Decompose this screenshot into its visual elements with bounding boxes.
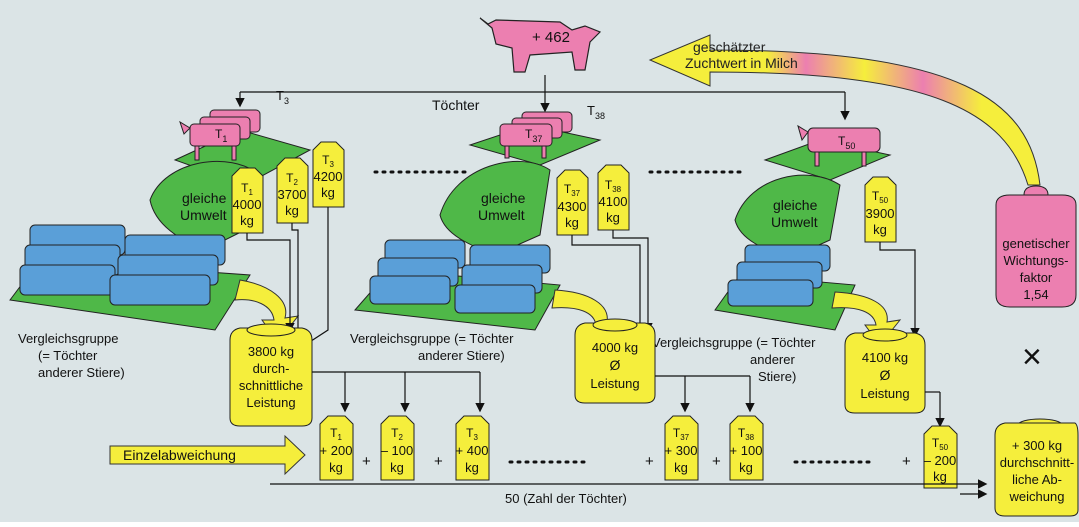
svg-text:3700: 3700 <box>278 187 307 202</box>
deviation-weight-t1: T1 + 200 kg <box>320 416 353 480</box>
count-label: 50 (Zahl der Töchter) <box>505 491 627 506</box>
yield-weight-t50: T50 3900 kg <box>865 177 896 242</box>
arrow-label-line1: geschätzter <box>693 39 766 55</box>
plus-sign: + <box>434 453 443 470</box>
svg-text:4000: 4000 <box>233 197 262 212</box>
deviation-weight-t37: T37 + 300 kg <box>665 416 698 480</box>
svg-text:Leistung: Leistung <box>590 376 639 391</box>
average-pot-2: 4000 kg Ø Leistung <box>575 319 655 403</box>
count-line <box>270 484 985 494</box>
svg-text:weichung: weichung <box>1009 489 1065 504</box>
svg-text:kg: kg <box>606 210 620 225</box>
svg-text:liche Ab-: liche Ab- <box>1012 472 1062 487</box>
daughter-label-t3: T3 <box>276 88 289 106</box>
group-label-3c: Stiere) <box>758 369 796 384</box>
svg-text:kg: kg <box>674 460 688 475</box>
svg-text:kg: kg <box>739 460 753 475</box>
average-pot-1: 3800 kg durch- schnittliche Leistung <box>230 324 312 426</box>
deviation-weight-t3: T3 + 400 kg <box>456 416 489 480</box>
svg-text:+ 100: + 100 <box>730 443 763 458</box>
svg-text:4100 kg: 4100 kg <box>862 350 908 365</box>
svg-text:3800 kg: 3800 kg <box>248 344 294 359</box>
toechter-label: Töchter <box>432 97 480 113</box>
svg-text:kg: kg <box>565 215 579 230</box>
group-label-3a: Vergleichsgruppe (= Töchter <box>652 335 816 350</box>
svg-text:+ 300: + 300 <box>665 443 698 458</box>
plus-sign: + <box>902 453 911 470</box>
svg-text:kg: kg <box>240 213 254 228</box>
svg-text:durchschnitt-: durchschnitt- <box>1000 455 1074 470</box>
deviation-weights: T1 + 200 kg T2 – 100 kg T3 + 400 kg T37 … <box>320 416 957 488</box>
svg-text:kg: kg <box>390 460 404 475</box>
environment-label-2a: gleiche <box>481 190 526 206</box>
svg-text:3900: 3900 <box>866 206 895 221</box>
result-pot: + 300 kg durchschnitt- liche Ab- weichun… <box>995 419 1078 516</box>
genetic-weight: genetischer Wichtungs- faktor 1,54 <box>996 186 1076 307</box>
deviation-weight-t38: T38 + 100 kg <box>730 416 763 480</box>
plus-sign: + <box>645 453 654 470</box>
yield-weight-t37: T37 4300 kg <box>557 170 588 235</box>
svg-text:+ 400: + 400 <box>456 443 489 458</box>
yield-weight-t3: T3 4200 kg <box>313 142 344 207</box>
yield-weight-t2: T2 3700 kg <box>277 158 308 223</box>
svg-text:kg: kg <box>285 203 299 218</box>
yield-weight-t1: T1 4000 kg <box>232 168 263 233</box>
svg-text:faktor: faktor <box>1020 270 1053 285</box>
svg-text:– 100: – 100 <box>381 443 414 458</box>
yield-weight-t38: T38 4100 kg <box>598 165 629 230</box>
svg-text:4000 kg: 4000 kg <box>592 340 638 355</box>
svg-text:Ø: Ø <box>610 357 621 373</box>
deviation-weight-t50: T50 – 200 kg <box>924 426 957 488</box>
svg-text:kg: kg <box>465 460 479 475</box>
svg-text:kg: kg <box>873 222 887 237</box>
einzel-label: Einzelabweichung <box>123 447 236 463</box>
deviation-weight-t2: T2 – 100 kg <box>381 416 414 480</box>
daughter-label-t38: T38 <box>587 103 605 121</box>
svg-text:– 200: – 200 <box>924 453 957 468</box>
svg-text:schnittliche: schnittliche <box>239 378 303 393</box>
group-label-2a: Vergleichsgruppe (= Töchter <box>350 331 514 346</box>
group-label-2b: anderer Stiere) <box>418 348 505 363</box>
svg-text:kg: kg <box>321 185 335 200</box>
group-label-1c: anderer Stiere) <box>38 365 125 380</box>
comparison-cows-1 <box>20 225 225 305</box>
svg-text:Leistung: Leistung <box>860 386 909 401</box>
svg-text:+ 300 kg: + 300 kg <box>1012 438 1062 453</box>
environment-label-1a: gleiche <box>182 190 227 206</box>
average-pot-3: 4100 kg Ø Leistung <box>845 329 925 413</box>
svg-text:genetischer: genetischer <box>1002 236 1070 251</box>
svg-text:kg: kg <box>933 469 947 484</box>
svg-text:+ 200: + 200 <box>320 443 353 458</box>
arrow-label-line2: Zuchtwert in Milch <box>685 55 798 71</box>
environment-label-3b: Umwelt <box>771 214 818 230</box>
group-label-1b: (= Töchter <box>38 348 98 363</box>
times-sign: × <box>1022 338 1042 376</box>
environment-label-1b: Umwelt <box>180 207 227 223</box>
svg-text:durch-: durch- <box>253 361 290 376</box>
plus-sign: + <box>712 453 721 470</box>
group-1: T3 T1 gleiche Umwelt <box>10 88 310 342</box>
svg-text:4300: 4300 <box>558 199 587 214</box>
svg-text:4200: 4200 <box>314 169 343 184</box>
plus-sign: + <box>362 453 371 470</box>
svg-text:Leistung: Leistung <box>246 395 295 410</box>
svg-text:4100: 4100 <box>599 194 628 209</box>
svg-text:Wichtungs-: Wichtungs- <box>1003 253 1068 268</box>
environment-label-2b: Umwelt <box>478 207 525 223</box>
group-label-1a: Vergleichsgruppe <box>18 331 118 346</box>
environment-label-3a: gleiche <box>773 197 818 213</box>
group-label-3b: anderer <box>750 352 795 367</box>
svg-text:Ø: Ø <box>880 367 891 383</box>
bull-value: + 462 <box>532 29 570 46</box>
svg-text:1,54: 1,54 <box>1023 287 1048 302</box>
svg-text:kg: kg <box>329 460 343 475</box>
